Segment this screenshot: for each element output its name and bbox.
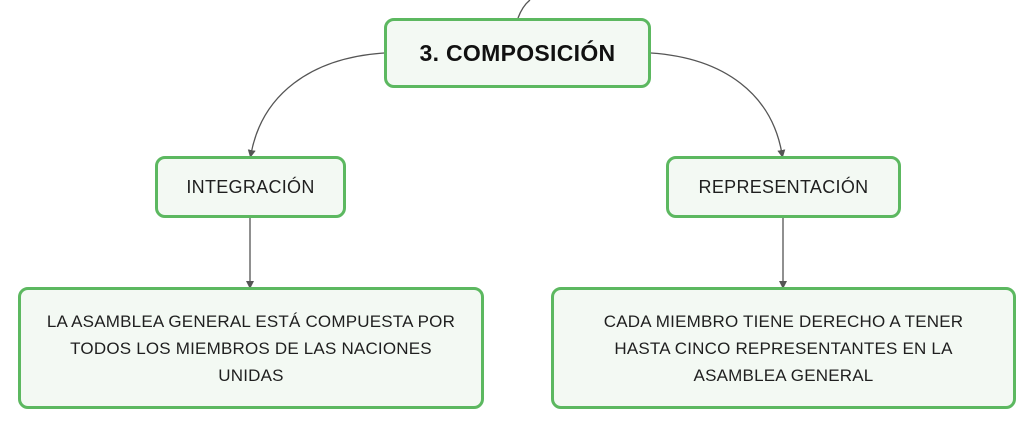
incoming-connector xyxy=(517,0,531,19)
branch-node-representacion[interactable]: REPRESENTACIÓN xyxy=(666,156,901,218)
detail-node-representacion[interactable]: CADA MIEMBRO TIENE DERECHO A TENER HASTA… xyxy=(551,287,1016,409)
branch-node-label: REPRESENTACIÓN xyxy=(698,176,869,197)
root-node[interactable]: 3. COMPOSICIÓN xyxy=(384,18,651,88)
detail-node-text: LA ASAMBLEA GENERAL ESTÁ COMPUESTA POR T… xyxy=(46,311,456,385)
detail-node-integracion[interactable]: LA ASAMBLEA GENERAL ESTÁ COMPUESTA POR T… xyxy=(18,287,484,409)
branch-node-label: INTEGRACIÓN xyxy=(186,176,315,197)
connector-root-to-representacion xyxy=(650,52,786,158)
detail-node-text: CADA MIEMBRO TIENE DERECHO A TENER HASTA… xyxy=(603,311,964,385)
root-node-label: 3. COMPOSICIÓN xyxy=(419,39,616,66)
connector-root-to-integracion xyxy=(247,52,385,158)
branch-node-integracion[interactable]: INTEGRACIÓN xyxy=(155,156,346,218)
